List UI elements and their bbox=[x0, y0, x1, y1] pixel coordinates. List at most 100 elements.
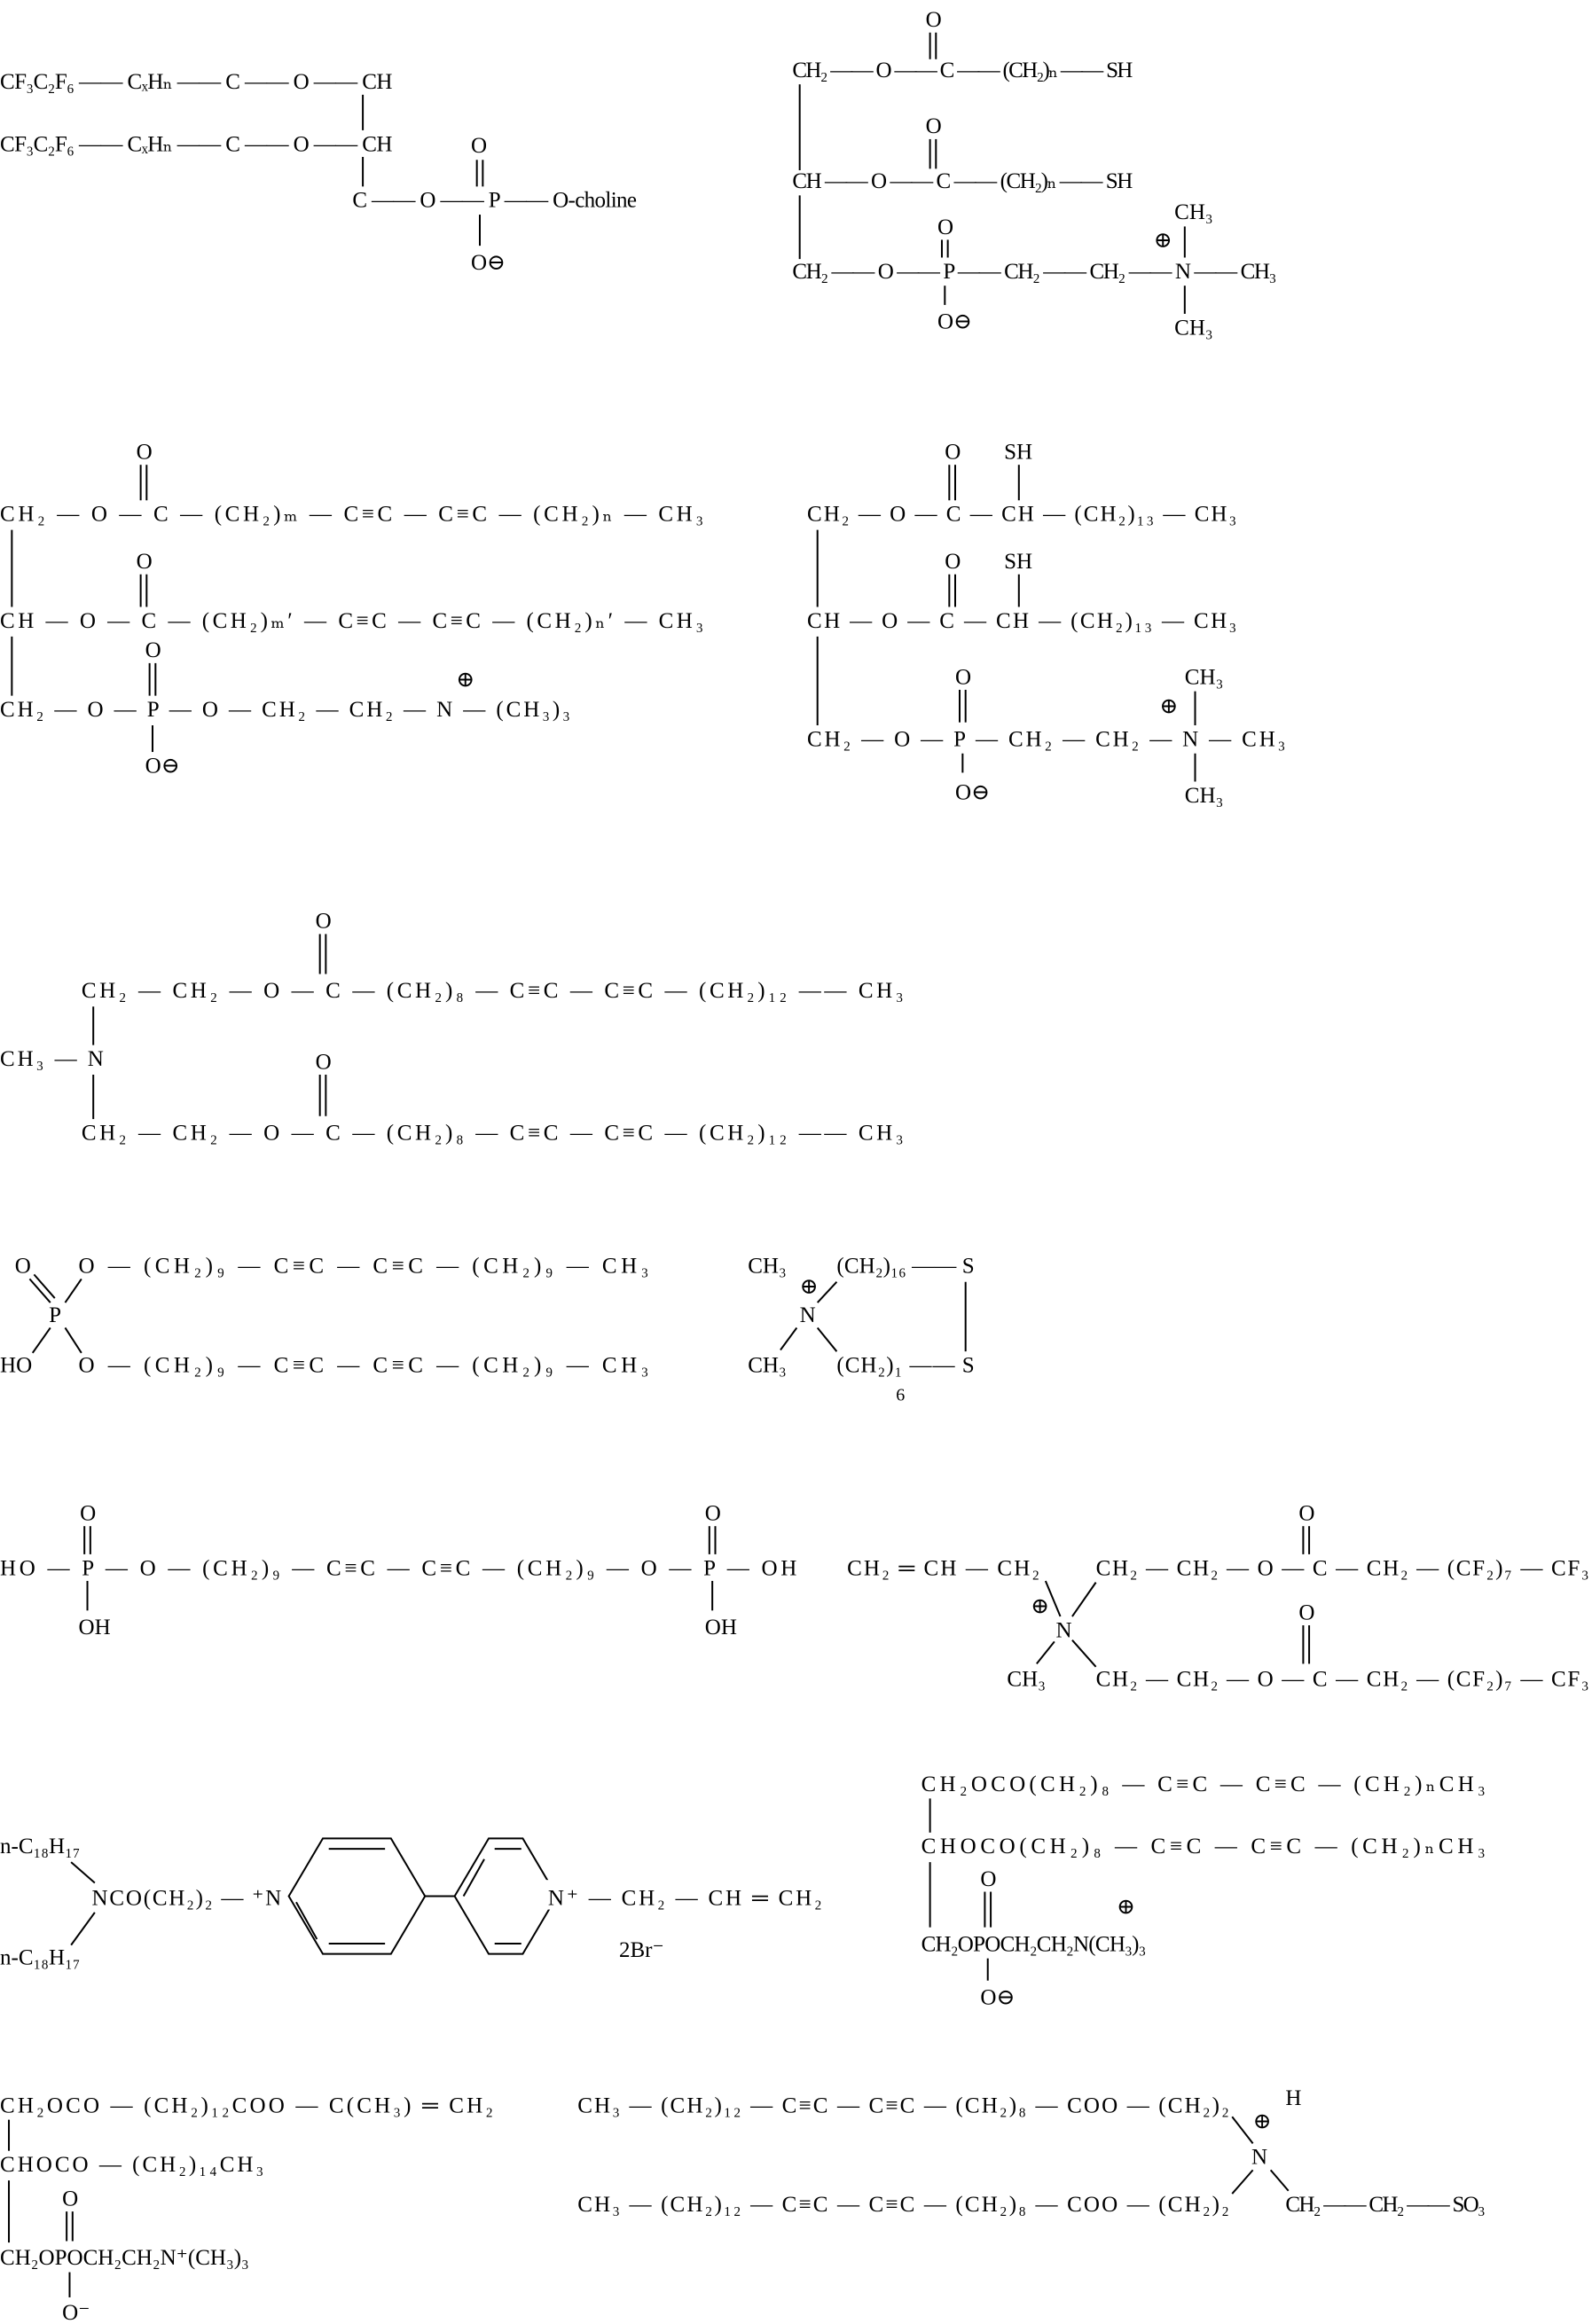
nitrogen: N bbox=[800, 1303, 816, 1327]
row-3: CH₂OPOCH₂CH₂N⁺(CH₃)₃ bbox=[0, 2246, 249, 2270]
methyl-bottom: CH₃ bbox=[1174, 316, 1213, 340]
row-3: CH₂OPOCH₂CH₂N(CH₃)₃ bbox=[921, 1932, 1147, 1956]
positive-charge: ⊕ bbox=[1117, 1896, 1135, 1920]
bond bbox=[1232, 2117, 1252, 2143]
row-3: C —— O —— P —— O-choline bbox=[352, 189, 637, 213]
bond bbox=[818, 1327, 837, 1351]
nitrogen: N bbox=[1056, 1618, 1072, 1642]
positive-charge: ⊕ bbox=[1159, 695, 1178, 719]
row-1: O — (CH₂)₉ — C≡C — C≡C — (CH₂)₉ — CH₃ bbox=[78, 1255, 648, 1279]
hydrogen: H bbox=[1285, 2086, 1301, 2110]
row-1: CH₂ — CH₂ — O — C — CH₂ — (CF₂)₇ — CF₃ bbox=[1096, 1556, 1589, 1580]
counter-ion: 2Br⁻ bbox=[619, 1938, 664, 1962]
bond bbox=[71, 1862, 95, 1882]
carbonyl-oxygen: O bbox=[316, 1050, 332, 1074]
bond bbox=[33, 1327, 51, 1352]
phosphoryl-oxygen: O bbox=[62, 2187, 78, 2211]
row-1: CH₂ — O — C — (CH₂)ₘ — C≡C — C≡C — (CH₂)… bbox=[0, 503, 703, 527]
positive-charge: ⊕ bbox=[1154, 229, 1172, 253]
hydroxyl: OH bbox=[705, 1616, 737, 1639]
oxygen-anion: O⊖ bbox=[937, 310, 972, 334]
row-2: CH₂ — CH₂ — O — C — CH₂ — (CF₂)₇ — CF₃ bbox=[1096, 1667, 1589, 1691]
structure-allyl-ammonium-fluoroester: CH₂ ═ CH — CH₂ O CH₂ — CH₂ — O — C — CH₂… bbox=[847, 1502, 1589, 1692]
row-1: CH₂ — CH₂ — O — C — (CH₂)₈ — C≡C — C≡C —… bbox=[82, 979, 904, 1003]
bond bbox=[65, 1279, 81, 1303]
structure-cyclic-disulfide-ammonium: CH₃ ⊕ (CH₂)₁₆ —— S N CH₃ (CH₂)₁ —— S 6 bbox=[748, 1255, 974, 1405]
carbonyl-oxygen: O bbox=[1298, 1502, 1314, 1526]
structure-thiol-phosphocholine: O CH₂ —— O —— C —— (CH₂)ₙ —— SH O CH —— … bbox=[792, 8, 1276, 340]
oxygen-anion: O⁻ bbox=[62, 2301, 90, 2324]
carbonyl-oxygen: O bbox=[137, 441, 153, 465]
row-1: CH₂ —— O —— C —— (CH₂)ₙ —— SH bbox=[792, 59, 1133, 82]
allyl-substituent: N⁺ — CH₂ — CH ═ CH₂ bbox=[548, 1887, 822, 1911]
phosphoryl-oxygen: O bbox=[80, 1502, 96, 1526]
row-1: CF₃C₂F₆ —— CₓHₙ —— C —— O —— CH bbox=[0, 70, 392, 94]
methyl: CH₃ bbox=[1007, 1667, 1046, 1691]
phosphorus: P bbox=[49, 1303, 61, 1327]
bond bbox=[1072, 1583, 1096, 1616]
bond bbox=[1271, 2170, 1289, 2190]
subscript-6: 6 bbox=[896, 1385, 905, 1405]
structure-bis-phosphate-diacetylene: O HO — P — O — (CH₂)₉ — C≡C — C≡C — (CH₂… bbox=[0, 1502, 796, 1640]
thiol: SH bbox=[1004, 550, 1032, 574]
oxygen-anion: O⊖ bbox=[980, 1985, 1015, 2009]
alkyl-chain-2: n-C₁₈H₁₇ bbox=[0, 1945, 81, 1969]
bond bbox=[71, 1913, 95, 1945]
phosphoryl-oxygen: O bbox=[937, 215, 953, 239]
structure-fluorinated-phosphocholine: CF₃C₂F₆ —— CₓHₙ —— C —— O —— CH CF₃C₂F₆ … bbox=[0, 70, 637, 275]
row-3: CH₂ —— O —— P —— CH₂ —— CH₂ —— N —— CH₃ bbox=[792, 260, 1276, 284]
carbonyl-oxygen: O bbox=[1298, 1600, 1314, 1624]
bond bbox=[65, 1327, 81, 1352]
row-2: CH₃ — (CH₂)₁₂ — C≡C — C≡C — (CH₂)₈ — COO… bbox=[577, 2193, 1229, 2217]
structure-diacetylene-phosphocholine: O CH₂ — O — C — (CH₂)ₘ — C≡C — C≡C — (CH… bbox=[0, 441, 703, 779]
bond bbox=[1072, 1640, 1096, 1667]
allyl-group: CH₂ ═ CH — CH₂ bbox=[847, 1556, 1039, 1580]
structure-viologen-amphiphile: n-C₁₈H₁₇ NCO(CH₂)₂ — ⁺N n-C₁₈H₁₇ N⁺ — CH… bbox=[0, 1835, 822, 1969]
row-2: O — (CH₂)₉ — C≡C — C≡C — (CH₂)₉ — CH₃ bbox=[78, 1354, 648, 1378]
bond bbox=[296, 1902, 317, 1939]
carbonyl-oxygen: O bbox=[945, 441, 961, 465]
row-1: (CH₂)₁₆ —— S bbox=[836, 1255, 974, 1279]
row-2: CH — O — C — (CH₂)ₘ′ — C≡C — C≡C — (CH₂)… bbox=[0, 609, 703, 633]
phosphoryl-oxygen: O bbox=[980, 1867, 996, 1891]
bond bbox=[1037, 1641, 1055, 1663]
row-2: CH — O — C — CH — (CH₂)₁₃ — CH₃ bbox=[807, 609, 1236, 633]
sulfonate-tail: CH₂ —— CH₂ —— SO₃ bbox=[1285, 2193, 1485, 2217]
nitrogen: N bbox=[1251, 2146, 1267, 2170]
bond bbox=[1232, 2170, 1252, 2194]
structure-methacrylate-pc: CH₂OCO — (CH₂)₁₂COO — C(CH₃) ═ CH₂ CHOCO… bbox=[0, 2093, 493, 2324]
hydroxyl: OH bbox=[78, 1616, 110, 1639]
row-1: HO — P — O — (CH₂)₉ — C≡C — C≡C — (CH₂)₉… bbox=[0, 1556, 796, 1580]
bond bbox=[818, 1282, 837, 1303]
methylamine: CH₃ — N bbox=[0, 1047, 104, 1071]
oxygen-anion: O⊖ bbox=[471, 251, 506, 275]
row-1: CH₂ — O — C — CH — (CH₂)₁₃ — CH₃ bbox=[807, 503, 1236, 527]
carbonyl-oxygen: O bbox=[137, 550, 153, 574]
methyl-top: CH₃ bbox=[1185, 665, 1224, 689]
structure-alpha-thiol-phosphocholine: O SH CH₂ — O — C — CH — (CH₂)₁₃ — CH₃ O … bbox=[807, 441, 1285, 808]
row-2: CHOCO(CH₂)₈ — C≡C — C≡C — (CH₂)ₙCH₃ bbox=[921, 1835, 1486, 1858]
positive-charge: ⊕ bbox=[800, 1275, 819, 1299]
methyl-top: CH₃ bbox=[748, 1255, 787, 1279]
methyl-top: CH₃ bbox=[1174, 200, 1213, 224]
row-2: CH₂ — CH₂ — O — C — (CH₂)₈ — C≡C — C≡C —… bbox=[82, 1121, 904, 1145]
structure-diacetylene-pc-condensed: CH₂OCO(CH₂)₈ — C≡C — C≡C — (CH₂)ₙCH₃ CHO… bbox=[921, 1772, 1486, 2009]
carbonyl-oxygen: O bbox=[926, 8, 942, 32]
row-1: CH₂OCO — (CH₂)₁₂COO — C(CH₃) ═ CH₂ bbox=[0, 2093, 493, 2117]
phosphoryl-oxygen: O bbox=[955, 665, 971, 689]
carbonyl-oxygen: O bbox=[926, 114, 942, 138]
row-3: CH₂ — O — P — CH₂ — CH₂ — N — CH₃ bbox=[807, 727, 1285, 751]
bond bbox=[780, 1327, 796, 1350]
pyridinium-ring-right bbox=[455, 1838, 557, 1953]
oxygen-anion: O⊖ bbox=[955, 780, 990, 804]
row-3: CH₂ — O — P — O — CH₂ — CH₂ — N — (CH₃)₃ bbox=[0, 698, 570, 722]
structure-methyl-diethanolamine-diester: O CH₂ — CH₂ — O — C — (CH₂)₈ — C≡C — C≡C… bbox=[0, 910, 904, 1146]
thiol: SH bbox=[1004, 441, 1032, 465]
carbonyl-oxygen: O bbox=[945, 550, 961, 574]
amide-linker: NCO(CH₂)₂ — ⁺N bbox=[92, 1887, 282, 1911]
hydroxyl: HO bbox=[0, 1354, 32, 1378]
row-1: CH₂OCO(CH₂)₈ — C≡C — C≡C — (CH₂)ₙCH₃ bbox=[921, 1772, 1486, 1796]
structure-phosphate-diacetylene: O O — (CH₂)₉ — C≡C — C≡C — (CH₂)₉ — CH₃ … bbox=[0, 1255, 648, 1378]
positive-charge: ⊕ bbox=[1253, 2110, 1272, 2134]
